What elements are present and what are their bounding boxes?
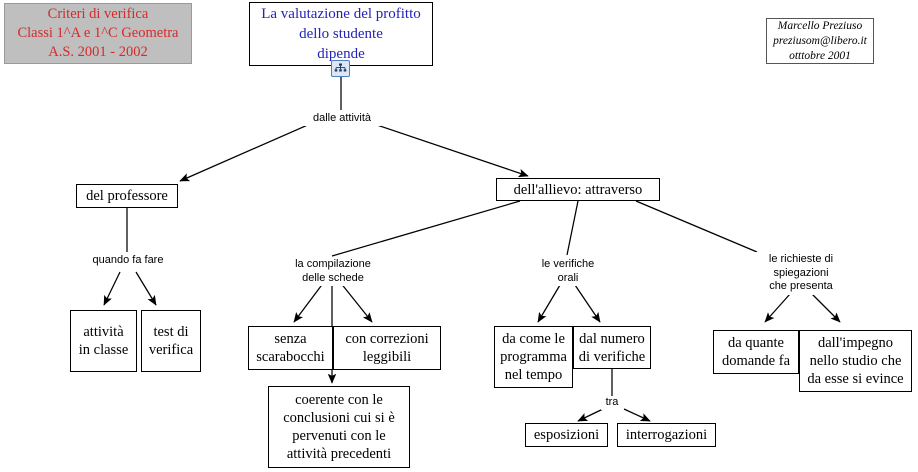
- edge-richieste-to-dall-impegno: [811, 293, 841, 323]
- edge-tra-to-esposizioni: [577, 408, 604, 422]
- edge-dalle-attivita-to-dell-allievo: [373, 123, 529, 178]
- edge-compilazione-to-senza-scarabocchi: [293, 281, 325, 323]
- node-test-di-verifica[interactable]: test di verifica: [141, 310, 201, 372]
- node-interrogazioni[interactable]: interrogazioni: [617, 423, 716, 447]
- hierarchy-icon[interactable]: [331, 60, 350, 77]
- link-label-tra: tra: [601, 396, 623, 410]
- node-dall-impegno[interactable]: dall'impegno nello studio che da esse si…: [799, 330, 912, 392]
- edge-quando-to-attivita-in-classe: [103, 271, 121, 306]
- node-da-quante-domande[interactable]: da quante domande fa: [713, 330, 799, 374]
- node-da-come-programma[interactable]: da come le programma nel tempo: [494, 326, 573, 388]
- edge-verifiche-to-dal-numero: [574, 284, 601, 323]
- link-label-la-compilazione: la compilazione delle schede: [286, 257, 380, 286]
- edge-dell-allievo-to-la-compilazione: [331, 200, 521, 257]
- edge-richieste-to-da-quante-domande: [764, 293, 791, 323]
- node-del-professore[interactable]: del professore: [76, 184, 178, 208]
- edge-dell-allievo-to-le-verifiche: [566, 200, 579, 256]
- node-dal-numero-verifiche[interactable]: dal numero di verifiche: [573, 326, 651, 369]
- edge-verifiche-to-da-come-programma: [537, 284, 561, 323]
- node-con-correzioni[interactable]: con correzioni leggibili: [333, 326, 441, 370]
- edge-quando-to-test-di-verifica: [135, 271, 157, 306]
- node-dell-allievo[interactable]: dell'allievo: attraverso: [496, 178, 660, 201]
- node-esposizioni[interactable]: esposizioni: [525, 423, 608, 447]
- edge-dell-allievo-to-le-richieste: [635, 200, 758, 253]
- link-label-le-richieste: le richieste di spiegazioni che presenta: [755, 252, 847, 295]
- node-coerente-conclusioni[interactable]: coerente con le conclusioni cui si è per…: [268, 386, 410, 468]
- link-label-dalle-attivita: dalle attività: [303, 111, 381, 126]
- edge-tra-to-interrogazioni: [623, 408, 651, 422]
- edge-compilazione-to-con-correzioni: [339, 281, 373, 323]
- link-label-quando-fa-fare: quando fa fare: [82, 253, 174, 268]
- edge-dalle-attivita-to-del-professore: [179, 123, 311, 182]
- author-credit: Marcello Preziuso preziusom@libero.it ot…: [766, 18, 874, 64]
- root-concept[interactable]: La valutazione del profitto dello studen…: [249, 2, 433, 66]
- criteri-di-verifica-title: Criteri di verifica Classi 1^A e 1^C Geo…: [4, 3, 192, 64]
- hierarchy-icon-glyph: [334, 63, 347, 72]
- node-attivita-in-classe[interactable]: attività in classe: [70, 310, 137, 372]
- node-senza-scarabocchi[interactable]: senza scarabocchi: [248, 326, 333, 370]
- link-label-le-verifiche-orali: le verifiche orali: [529, 257, 607, 286]
